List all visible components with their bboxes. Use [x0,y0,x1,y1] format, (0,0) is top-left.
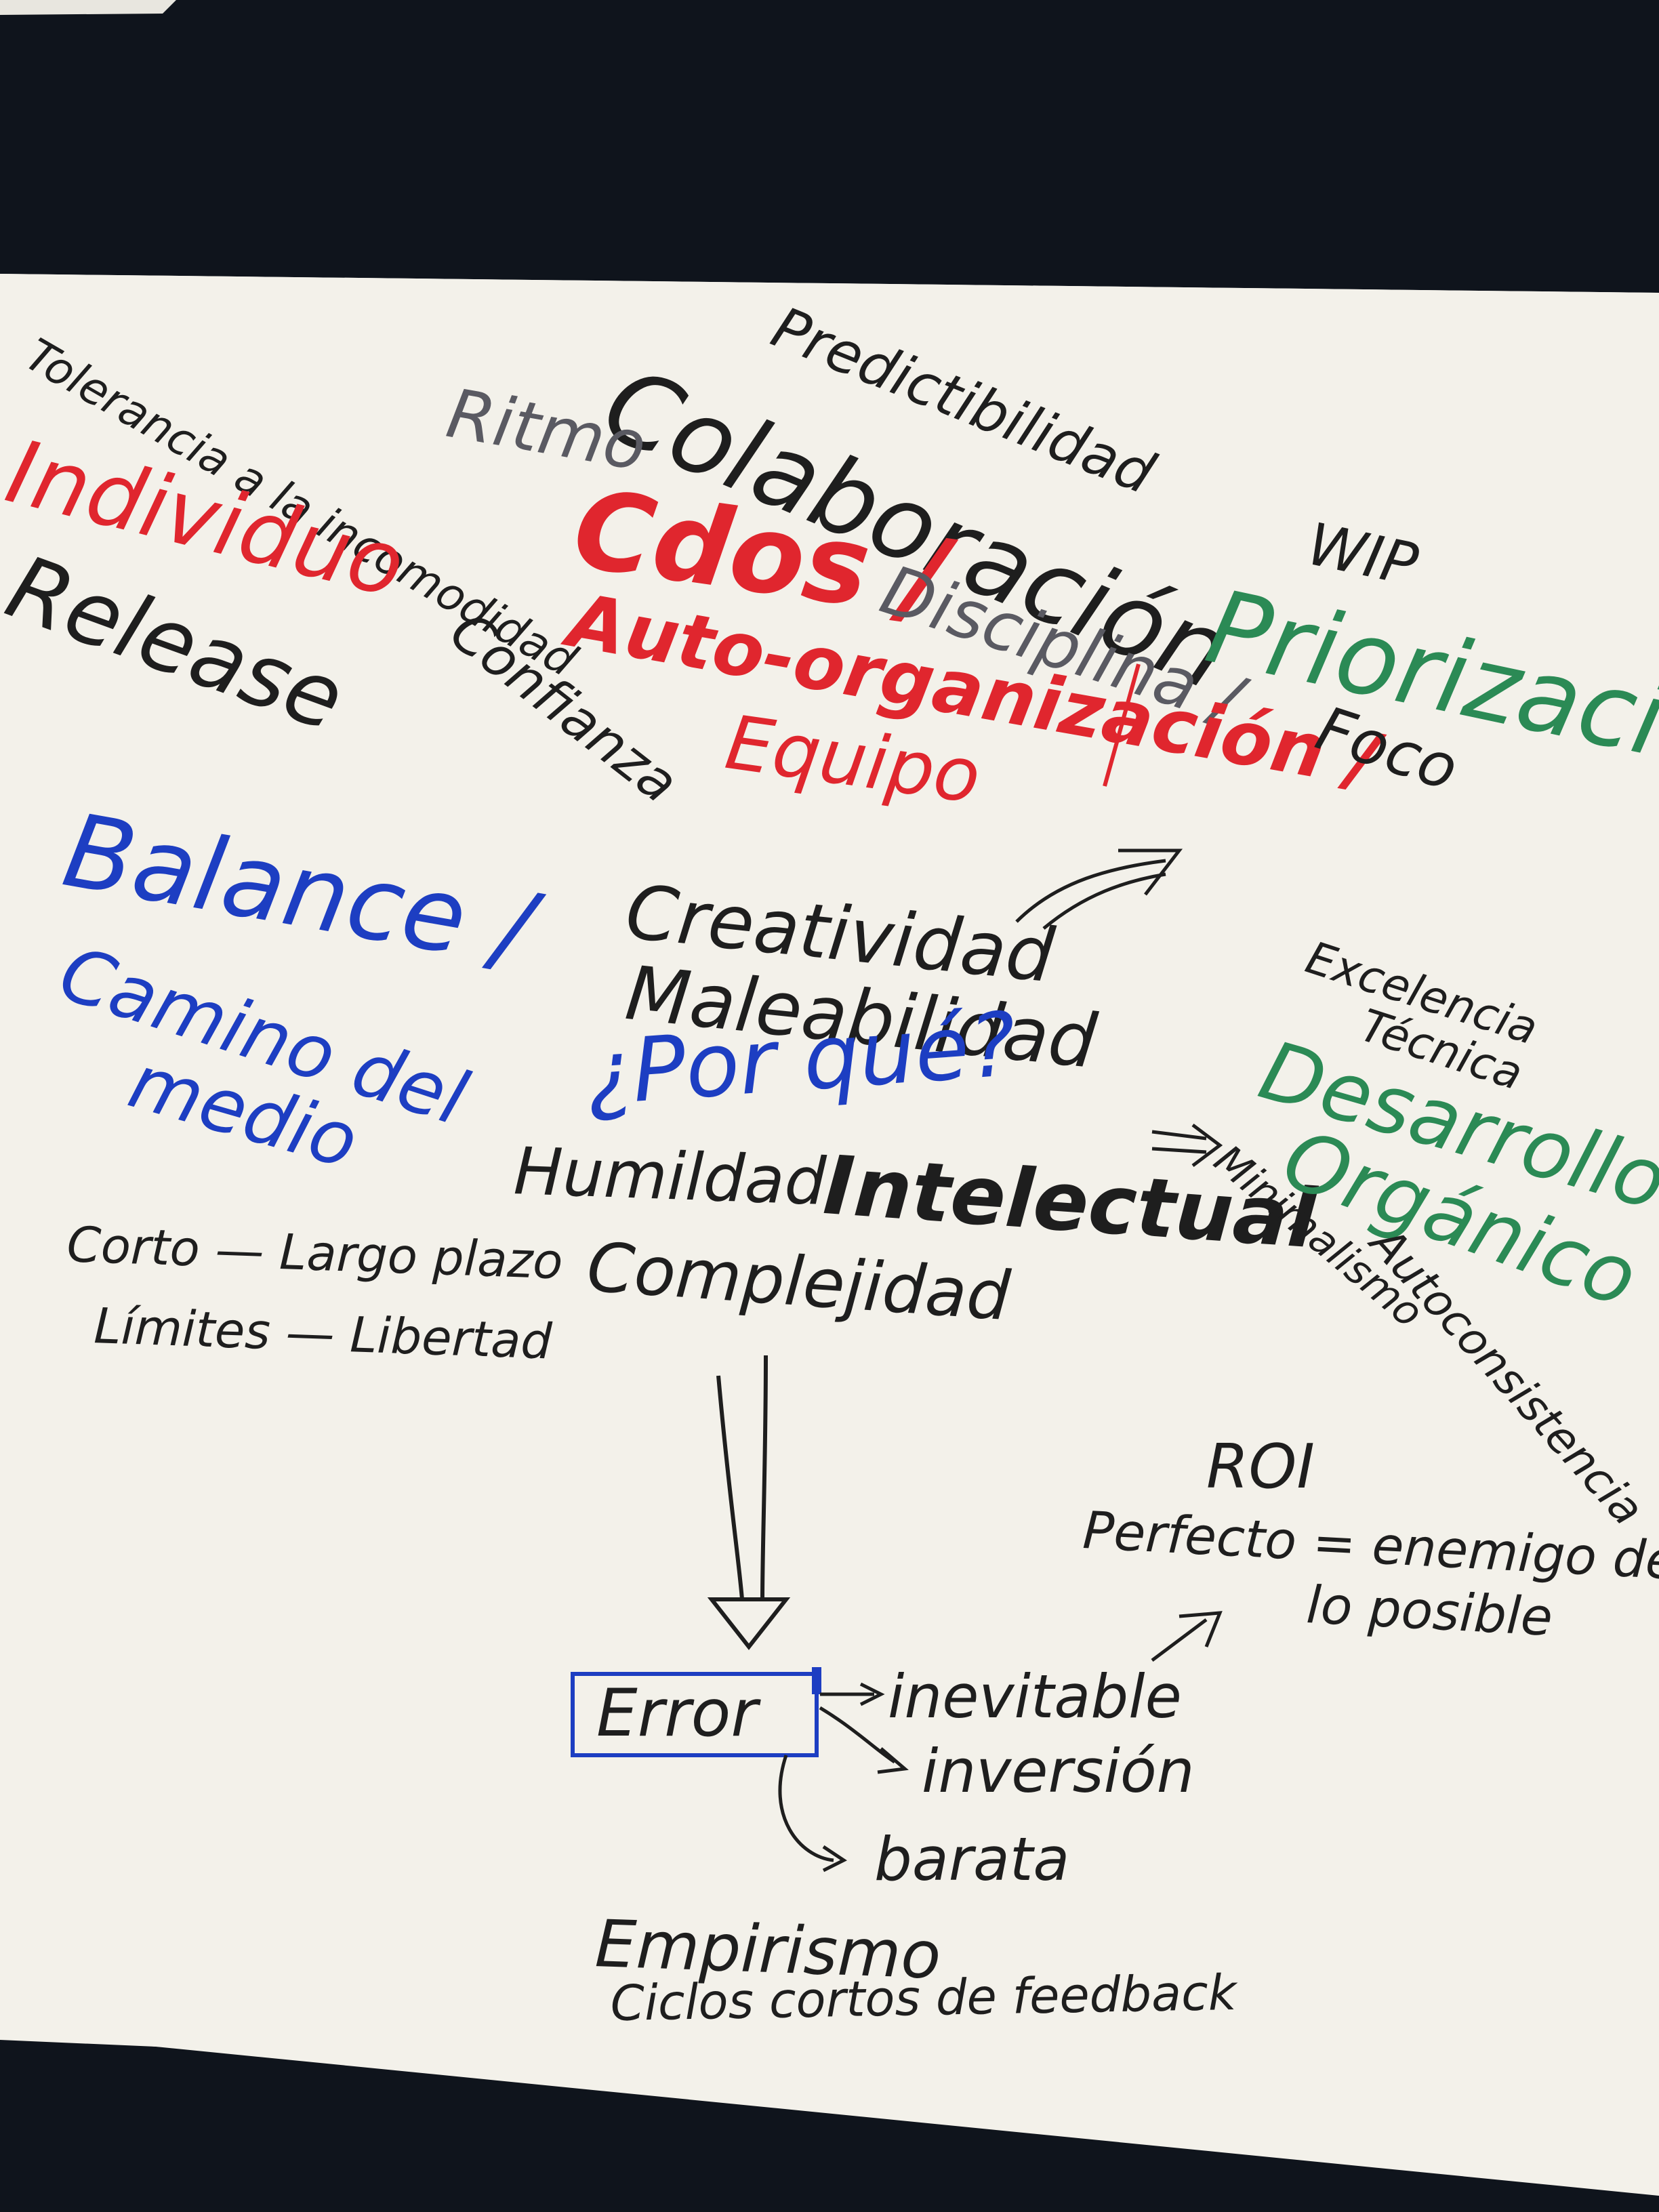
arrow-to-perfecto [1151,1611,1223,1662]
error-box-marker [812,1667,821,1694]
word-error: Error [596,1675,758,1751]
slash-disciplina [1103,663,1141,787]
word-inevitable: inevitable [888,1662,1182,1732]
arrow-barata [778,1755,847,1872]
word-roi: ROI [1206,1431,1315,1502]
paper-sheet-lower [0,274,1659,2087]
word-limites-libertad: Límites — Libertad [93,1297,553,1370]
arrow-inevitable [820,1682,885,1706]
word-lo-posible: lo posible [1305,1574,1555,1647]
word-ciclos: Ciclos cortos de feedback [609,1963,1237,2032]
up-right-arrow-head [1118,848,1183,896]
down-arrow-line-right [760,1355,768,1600]
up-right-arrow [1015,859,1166,923]
arrow-inversion [819,1706,909,1774]
paper-corner [0,0,176,15]
right-arrow [1151,1124,1223,1167]
word-barata: barata [874,1824,1070,1894]
word-inversion: inversión [922,1736,1195,1806]
word-humildad: Humildad [512,1133,827,1221]
down-arrow-head [707,1597,791,1650]
error-box [571,1672,819,1757]
up-right-arrow-2 [1042,872,1166,930]
down-arrow-line-left [716,1375,744,1600]
